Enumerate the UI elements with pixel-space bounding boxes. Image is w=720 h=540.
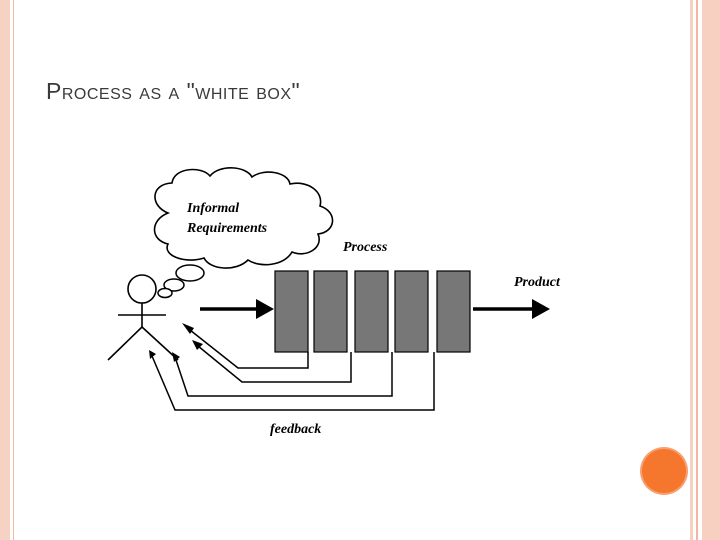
process-block-3 bbox=[354, 270, 389, 353]
process-blocks bbox=[274, 270, 471, 353]
right-frame-band bbox=[690, 0, 720, 540]
bubble-text-line1: Informal bbox=[186, 201, 239, 216]
thought-bubble: Informal Requirements bbox=[153, 167, 334, 299]
thought-dot-large bbox=[175, 264, 205, 282]
feedback-arrowheads bbox=[149, 323, 203, 362]
process-block-2 bbox=[313, 270, 348, 353]
feedback-arrowhead-2 bbox=[192, 340, 203, 350]
input-arrow-head bbox=[256, 299, 274, 319]
person-leg-left bbox=[107, 326, 143, 361]
process-block-5 bbox=[436, 270, 471, 353]
thought-dot-small bbox=[157, 287, 173, 299]
feedback-loops bbox=[151, 329, 435, 411]
person-leg-right bbox=[141, 326, 179, 361]
left-frame-band bbox=[0, 0, 10, 540]
cloud-shape bbox=[153, 167, 334, 269]
feedback-arrowhead-3 bbox=[172, 352, 180, 362]
feedback-arrowhead-4 bbox=[149, 350, 156, 359]
left-frame-line bbox=[13, 0, 14, 540]
process-block-4 bbox=[394, 270, 429, 353]
accent-circle bbox=[642, 449, 686, 493]
feedback-line-2 bbox=[197, 345, 352, 383]
person-head bbox=[127, 274, 157, 304]
process-block-1 bbox=[274, 270, 309, 353]
output-arrow-head bbox=[532, 299, 550, 319]
feedback-line-4 bbox=[151, 352, 435, 411]
product-label: Product bbox=[514, 275, 561, 290]
slide-title: Process as a "white box" bbox=[46, 78, 301, 104]
thought-dot-medium bbox=[163, 278, 185, 292]
feedback-line-3 bbox=[175, 352, 393, 397]
process-label: Process bbox=[343, 240, 388, 255]
process-diagram: Informal Requirements Process Product bbox=[107, 167, 561, 437]
feedback-label: feedback bbox=[270, 422, 321, 437]
feedback-arrowhead-1 bbox=[182, 323, 194, 334]
feedback-line-1 bbox=[189, 329, 309, 369]
person-figure bbox=[107, 274, 179, 361]
bubble-text-line2: Requirements bbox=[186, 221, 268, 236]
